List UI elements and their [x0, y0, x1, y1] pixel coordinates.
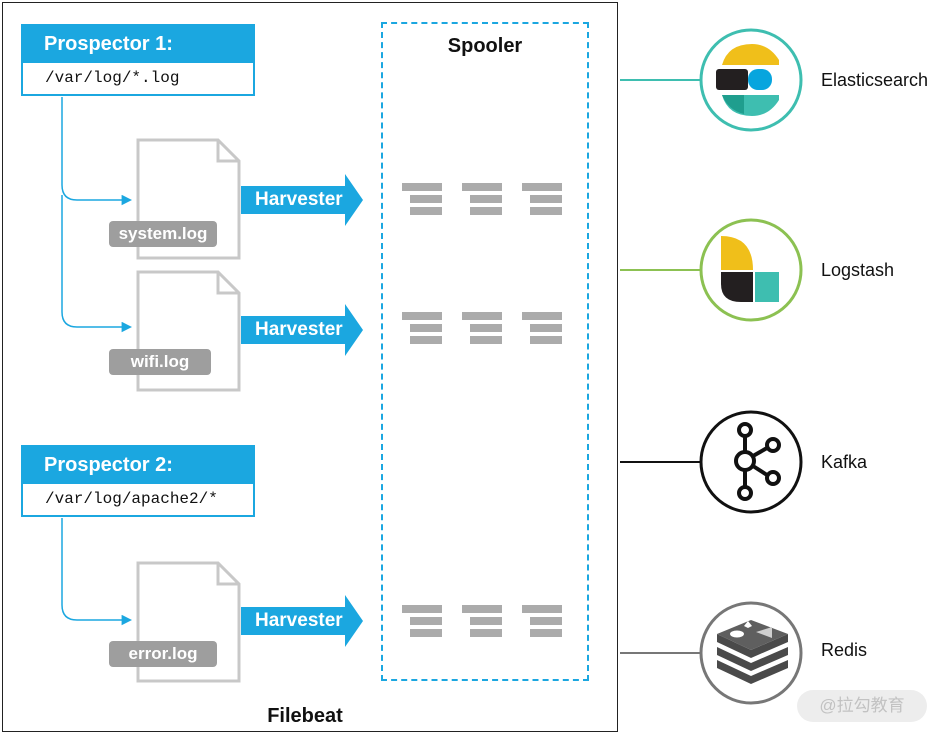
- filebeat-container: [2, 2, 618, 732]
- prospector-path: /var/log/apache2/*: [45, 490, 218, 508]
- connector-line: [61, 518, 133, 626]
- filebeat-label: Filebeat: [267, 705, 343, 727]
- file-label-error: error.log: [109, 641, 217, 667]
- kafka-logo: [699, 410, 803, 514]
- prospector-title: Prospector 2:: [23, 447, 253, 484]
- spooler-queue: [402, 312, 562, 344]
- watermark: @拉勾教育: [797, 690, 927, 722]
- spooler-queue: [402, 605, 562, 637]
- output-label-elasticsearch: Elasticsearch: [821, 70, 929, 90]
- spooler-label: Spooler: [447, 35, 523, 57]
- elasticsearch-logo: [699, 28, 803, 132]
- prospector-path: /var/log/*.log: [45, 69, 180, 87]
- prospector-1: Prospector 1: /var/log/*.log: [21, 24, 255, 96]
- prospector-title: Prospector 1:: [23, 26, 253, 63]
- logstash-logo: [699, 218, 803, 322]
- output-label-redis: Redis: [821, 640, 868, 660]
- harvester-arrow: [241, 304, 363, 356]
- connector-line: [61, 97, 133, 206]
- output-label-kafka: Kafka: [821, 452, 868, 472]
- harvester-label: Harvester: [255, 319, 343, 340]
- output-label-logstash: Logstash: [821, 260, 895, 280]
- harvester-label: Harvester: [255, 610, 343, 631]
- spooler-queue: [402, 183, 562, 215]
- harvester-arrow: [241, 174, 363, 226]
- prospector-2: Prospector 2: /var/log/apache2/*: [21, 445, 255, 517]
- harvester-label: Harvester: [255, 189, 343, 210]
- connector-line: [61, 195, 133, 333]
- harvester-arrow: [241, 595, 363, 647]
- file-label-wifi: wifi.log: [109, 349, 211, 375]
- redis-logo: [699, 601, 803, 705]
- file-label-system: system.log: [109, 221, 217, 247]
- spooler-container: [381, 22, 589, 681]
